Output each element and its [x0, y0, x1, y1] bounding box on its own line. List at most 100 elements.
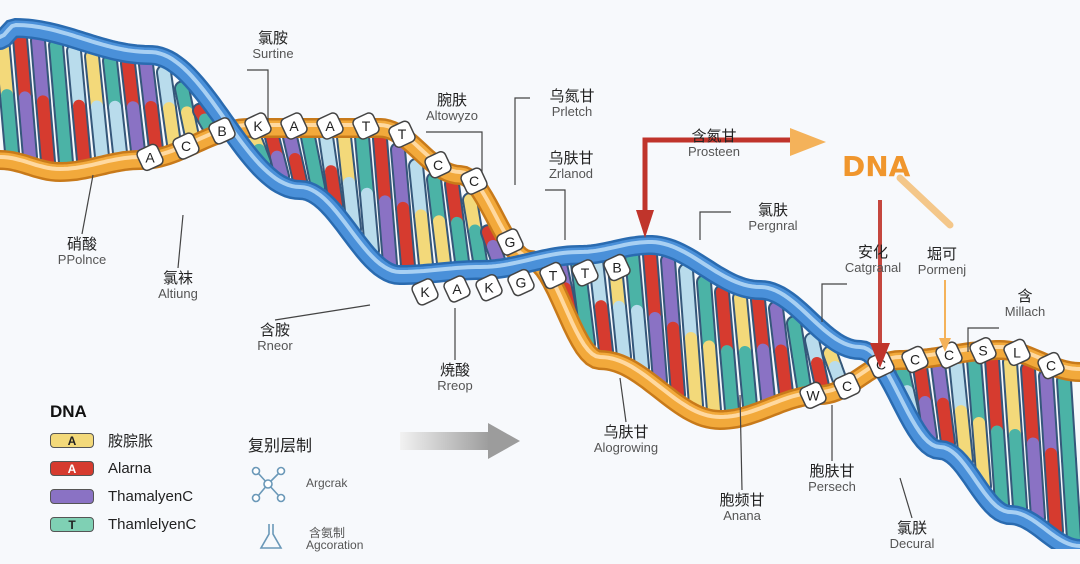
leader-line: [821, 283, 847, 322]
base-letter: T: [398, 126, 407, 142]
base-letter-badge: A: [443, 275, 471, 303]
base-letter-badge: T: [352, 112, 380, 140]
label-chinese: 堀可: [926, 246, 957, 263]
label-chinese: 硝酸: [66, 236, 97, 253]
base-pair-rung: [667, 321, 684, 401]
leader-line: [545, 189, 566, 240]
legend-swatch: A: [50, 433, 94, 448]
down-arrow-red: [870, 343, 890, 368]
flask-icon: [259, 524, 283, 549]
base-pair-rung: [140, 58, 157, 113]
label-english: Surtine: [252, 46, 294, 62]
label-chinese: 氯肤: [757, 202, 788, 219]
base-pair-rung: [37, 95, 54, 168]
leader-line: [247, 69, 269, 122]
legend-swatch: [50, 489, 94, 504]
base-pair-rung: [685, 332, 702, 412]
base-letter: C: [842, 378, 852, 394]
base-letter: C: [944, 347, 954, 363]
base-pair-rung: [19, 91, 36, 163]
base-letter: C: [469, 173, 479, 189]
label-english: PPolnce: [57, 252, 107, 268]
label-english: Alogrowing: [593, 440, 659, 456]
base-letter-badge: A: [316, 112, 344, 140]
base-pair-rung: [662, 254, 679, 334]
base-letter: B: [217, 123, 226, 139]
base-pair-rung: [793, 349, 810, 394]
leader-line: [426, 131, 483, 185]
base-pair-rung: [451, 216, 468, 268]
diagram-title: DNA: [842, 150, 911, 183]
base-letter: K: [253, 118, 263, 134]
replication-item-2: 含氨制: [309, 526, 346, 540]
leader-line: [619, 377, 627, 423]
base-pair-rung: [410, 159, 427, 222]
base-pair-rung: [289, 153, 306, 187]
base-pair-rung: [703, 340, 720, 417]
replication-panel: 复别层制 Argcrak 含氨制 Agcoration: [248, 432, 363, 552]
base-letter-badge: T: [539, 261, 567, 290]
label-chinese: 乌肤甘: [603, 424, 649, 441]
down-arrow-red: [636, 210, 654, 238]
label-chinese: 焼酸: [439, 362, 470, 379]
label-chinese: 乌氮甘: [549, 88, 595, 105]
base-pair-rung: [271, 150, 288, 183]
label-english: Persech: [808, 479, 856, 495]
base-letter: T: [581, 265, 590, 281]
base-pair-rung: [1027, 437, 1044, 524]
base-pair-rung: [770, 302, 787, 357]
base-letter-badge: G: [507, 268, 535, 297]
base-letter: C: [1046, 358, 1056, 374]
base-pair-rung: [1058, 374, 1075, 467]
leader-line: [177, 214, 184, 269]
base-pair-rung: [991, 425, 1008, 510]
legend-label: Alarna: [108, 460, 152, 477]
base-pair-rung: [932, 358, 949, 410]
base-pair-rung: [644, 248, 661, 324]
base-letter: A: [452, 281, 462, 297]
molecule-icon: [251, 466, 286, 503]
base-letter-badge: C: [424, 151, 452, 179]
base-pair-rung: [595, 300, 612, 358]
base-pair-rung: [955, 405, 972, 467]
label-english: Pergnral: [748, 218, 798, 234]
label-english: Zrlanod: [548, 166, 594, 182]
base-pair-rung: [122, 57, 139, 114]
base-pair-rung: [1040, 370, 1057, 460]
base-pair-rung: [968, 353, 985, 429]
base-letter-badge: K: [411, 278, 439, 306]
base-pair-rung: [487, 240, 504, 266]
base-pair-rung: [811, 356, 828, 392]
base-letter-badge: S: [969, 336, 997, 365]
base-pair-rung: [739, 345, 756, 412]
base-pair-rung: [698, 276, 715, 353]
base-letter: L: [1013, 344, 1021, 360]
leader-line: [274, 304, 371, 321]
label-chinese: 安化: [857, 244, 888, 261]
base-pair-rung: [127, 101, 144, 158]
base-letter-badge: B: [208, 117, 236, 145]
base-pair-rung: [109, 100, 126, 159]
base-pair-rung: [428, 173, 445, 228]
gray-arrow-shaft: [400, 432, 490, 450]
process-arrows: [400, 128, 954, 459]
base-letter-badge: T: [571, 259, 599, 287]
base-letter-badges: ACBKAATTCCGKAKGTTBWCCCCSLC: [136, 112, 1065, 410]
label-english: Prletch: [551, 104, 593, 120]
leader-line: [739, 394, 743, 491]
